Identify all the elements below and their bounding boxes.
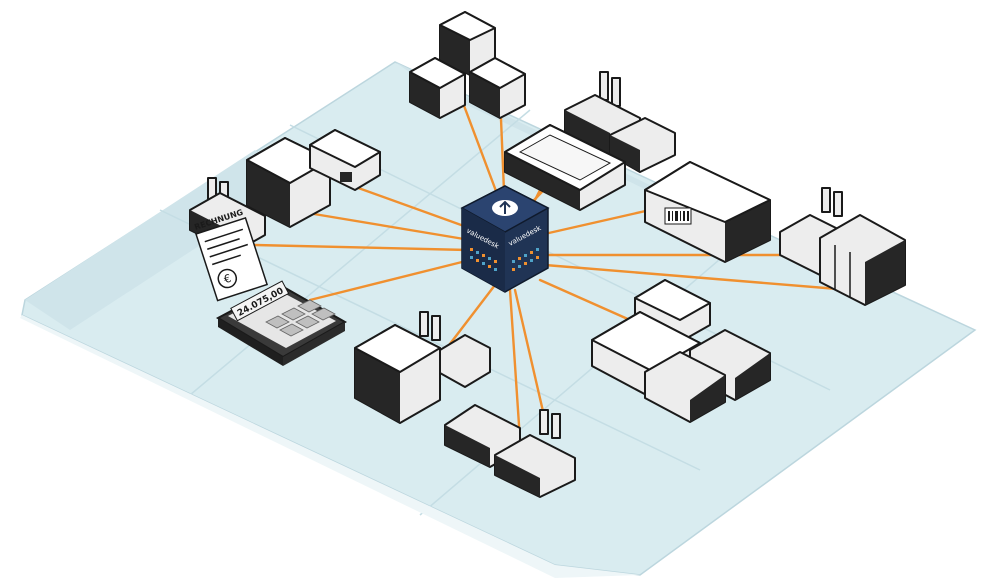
- connector-bottom-factory: [513, 288, 547, 422]
- building-complex-bottom-right: [591, 279, 771, 423]
- connection-lines: [253, 93, 852, 442]
- flat-building: [504, 124, 626, 211]
- barcode-warehouse: [644, 161, 771, 263]
- factory-top-right: [564, 71, 676, 173]
- connector-right-factory-2: [543, 263, 852, 292]
- factory-left: [246, 129, 381, 228]
- connector-bottom-right-complex: [538, 278, 632, 322]
- connector-barcode-warehouse: [538, 208, 652, 237]
- connector-calculator: [308, 258, 472, 302]
- building-bottom-left: [354, 311, 491, 424]
- connector-receipt: [253, 243, 470, 252]
- calculator: 24.075,00: [215, 280, 348, 366]
- cloud-upload-icon: [492, 200, 518, 216]
- calculator-keys: [265, 299, 336, 337]
- connector-left-factory-2: [348, 183, 477, 232]
- hub-led-grid-left: [470, 248, 497, 271]
- valuedesk-hub: valuedesk valuedesk: [460, 185, 550, 293]
- connector-bottom-factory-2: [508, 288, 522, 442]
- connector-left-factory: [288, 208, 472, 242]
- factory-right: [779, 187, 906, 306]
- barcode-icon: [664, 207, 692, 225]
- hub-led-grid-right: [512, 248, 539, 271]
- euro-symbol: €: [222, 272, 233, 287]
- factory-bottom: [444, 404, 576, 498]
- folded-map: [20, 61, 977, 578]
- stacked-boxes: [409, 11, 526, 119]
